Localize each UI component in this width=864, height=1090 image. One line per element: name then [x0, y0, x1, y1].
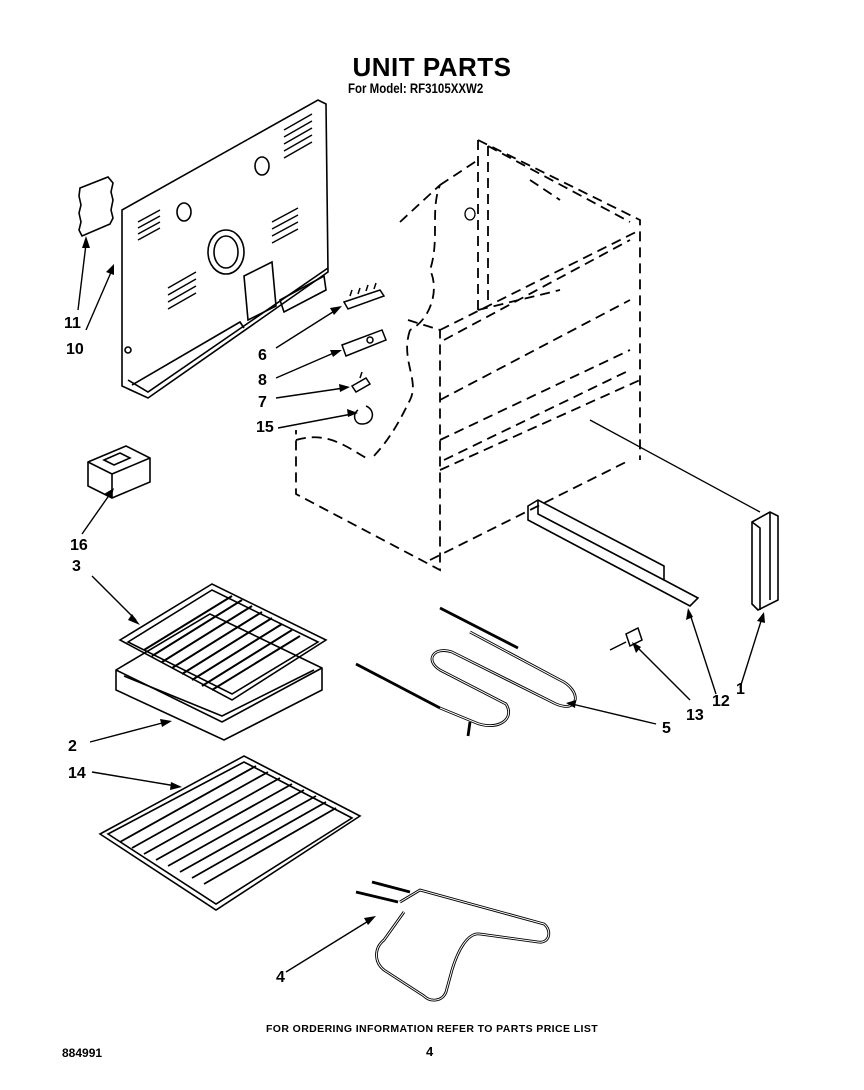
callout-13: 13 [686, 707, 704, 724]
leader-lines [77, 243, 763, 973]
page-title: UNIT PARTS [352, 52, 512, 82]
part-11-bracket [78, 176, 114, 238]
callout-15: 15 [256, 419, 274, 436]
cabinet-outline [295, 139, 641, 572]
callout-2: 2 [68, 738, 77, 755]
part-13-clip [609, 626, 643, 651]
page-number: 4 [426, 1044, 434, 1059]
part-7-clip [350, 371, 372, 393]
part-3-broiler-grid [118, 583, 328, 701]
callout-16: 16 [70, 537, 88, 554]
part-12-rail [527, 499, 700, 607]
callout-12: 12 [712, 693, 730, 710]
part-5-element-highlight [431, 631, 576, 727]
part-15-hook [353, 405, 374, 425]
document-number: 884991 [62, 1046, 103, 1060]
model-subtitle: For Model: RF3105XXW2 [348, 80, 484, 96]
part-8-bracket [341, 329, 387, 357]
callout-5: 5 [662, 720, 671, 737]
callout-4: 4 [276, 969, 285, 986]
leader-arrowheads [82, 236, 765, 925]
part-14-oven-rack [98, 755, 362, 911]
callout-14: 14 [68, 765, 86, 782]
callout-3: 3 [72, 558, 81, 575]
cabinet-detail-solid [464, 207, 761, 513]
callout-10: 10 [66, 341, 84, 358]
part-16-box [87, 445, 151, 499]
part-10-rear-panel [121, 99, 329, 399]
callout-6: 6 [258, 347, 267, 364]
part-2-broiler-pan [115, 613, 323, 741]
part-4-bake-element [355, 880, 551, 1002]
part-5-broil-element [355, 606, 577, 737]
callout-7: 7 [258, 394, 267, 411]
callout-8: 8 [258, 372, 267, 389]
ordering-note: FOR ORDERING INFORMATION REFER TO PARTS … [265, 1023, 599, 1035]
part-1-side-trim [751, 511, 779, 611]
part-6-terminal-block [342, 282, 386, 310]
callout-1: 1 [736, 681, 745, 698]
callout-11: 11 [64, 315, 81, 332]
